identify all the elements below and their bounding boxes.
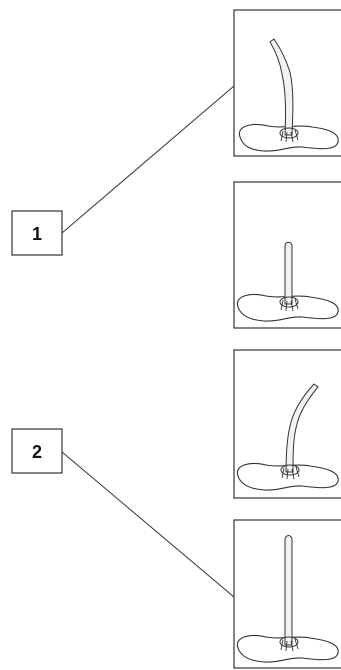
panel-4-roots bbox=[280, 638, 299, 652]
panel-4-soil bbox=[236, 634, 339, 663]
panel-4 bbox=[233, 519, 341, 669]
panel-1-roots bbox=[280, 129, 299, 143]
panel-2-stem bbox=[284, 241, 293, 305]
panel-4-stem bbox=[284, 535, 293, 646]
label-2-text: 2 bbox=[32, 442, 42, 462]
connector-1 bbox=[61, 85, 235, 234]
panel-1 bbox=[233, 9, 341, 157]
label-box-1: 1 bbox=[11, 210, 63, 256]
panel-4-collar bbox=[279, 636, 299, 648]
panel-2-collar bbox=[279, 296, 299, 308]
connector-2 bbox=[61, 451, 235, 598]
panel-2 bbox=[233, 181, 341, 329]
panel-3-soil bbox=[236, 462, 339, 491]
panel-2-soil bbox=[236, 293, 339, 322]
panel-1-stem bbox=[269, 38, 294, 136]
panel-3-stem bbox=[285, 383, 319, 473]
panel-2-roots bbox=[280, 298, 299, 312]
panel-3-collar bbox=[280, 464, 300, 476]
panel-3 bbox=[233, 349, 341, 499]
label-1-text: 1 bbox=[32, 224, 42, 244]
panel-3-roots bbox=[281, 466, 300, 480]
panel-1-collar bbox=[279, 127, 299, 139]
label-box-2: 2 bbox=[11, 428, 63, 474]
